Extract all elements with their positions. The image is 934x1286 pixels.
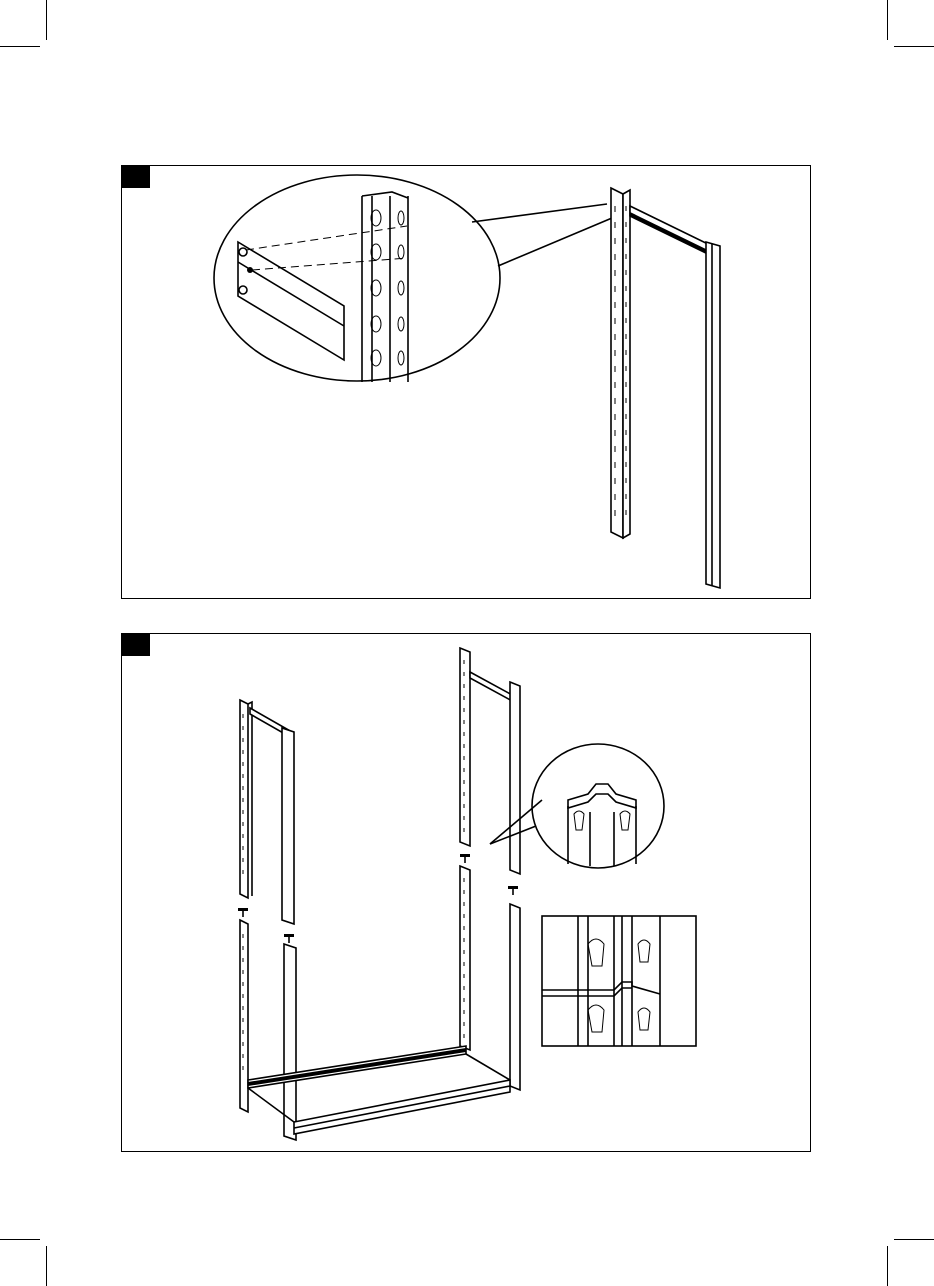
- step-2-illustration: [122, 634, 812, 1153]
- left-upper-frame: [240, 700, 294, 924]
- keyhole-slots: [371, 210, 404, 366]
- shelf-beam-icon: [630, 206, 712, 256]
- crop-mark-tr-v: [887, 0, 888, 40]
- crop-mark-br-v: [887, 1246, 888, 1286]
- step-panel-1: [121, 165, 811, 599]
- shelf-upright-post-right-icon: [706, 242, 720, 588]
- crop-mark-br-h: [894, 1239, 934, 1240]
- left-lower-frame: [240, 920, 296, 1140]
- crop-mark-tl-v: [46, 0, 47, 40]
- connection-detail-inset: [542, 916, 696, 1046]
- step-1-illustration: [122, 166, 812, 600]
- step-panel-2: [121, 633, 811, 1152]
- crop-mark-tr-h: [894, 46, 934, 47]
- crop-mark-bl-h: [0, 1239, 40, 1240]
- shelf-upright-post-icon: [611, 188, 630, 538]
- right-upper-frame: [460, 648, 520, 874]
- crop-mark-bl-v: [46, 1246, 47, 1286]
- magnifier-callout-icon: [214, 175, 612, 382]
- crop-mark-tl-h: [0, 46, 40, 47]
